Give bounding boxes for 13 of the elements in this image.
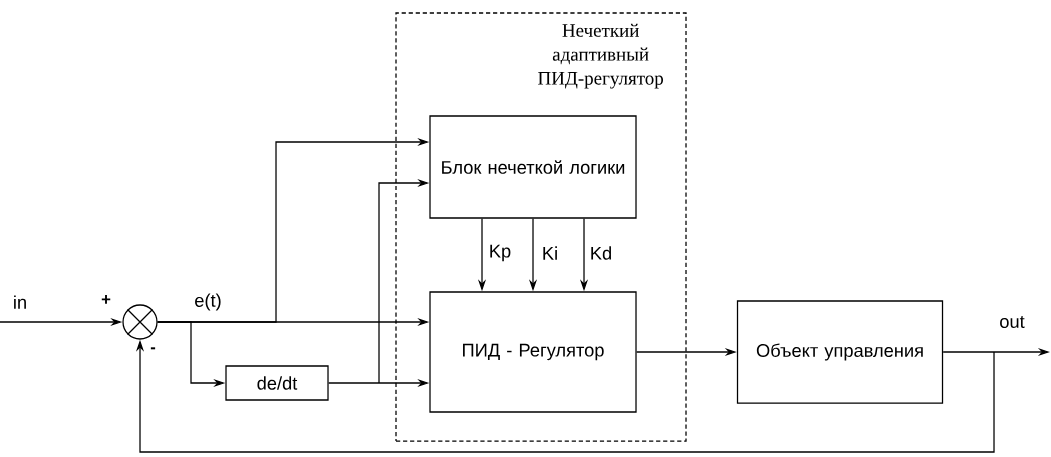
edge-label: Kd [588, 244, 614, 262]
logic-block: Блок нечеткой логики [429, 115, 637, 219]
edge-label: Ki [540, 245, 560, 262]
edge-label: e(t) [192, 292, 224, 312]
sign-label: + [101, 295, 111, 304]
plant-block: Объект управления [736, 300, 944, 404]
edge-label: in [11, 294, 29, 311]
edge-label: Kp [487, 243, 513, 263]
summing-junction [122, 304, 158, 340]
derivative-block: de/dt [225, 365, 329, 401]
edge-label: out [997, 314, 1027, 330]
controller-block: ПИД - Регулятор [429, 291, 637, 413]
sign-label: - [150, 347, 156, 350]
